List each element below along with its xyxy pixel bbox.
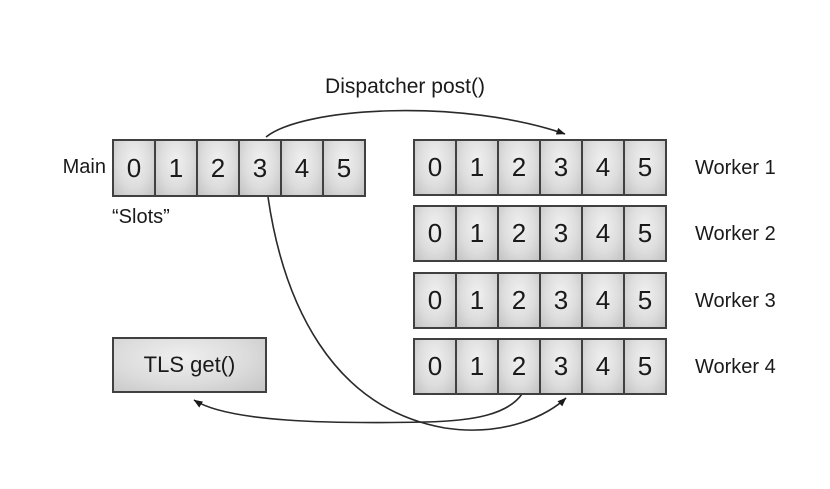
worker-4-slot-3: 3 xyxy=(539,338,583,395)
main-slot-5: 5 xyxy=(322,139,366,197)
tls-get-label: TLS get() xyxy=(143,352,236,377)
worker-1-label: Worker 1 xyxy=(695,157,776,179)
worker-1-slot-1: 1 xyxy=(455,139,499,196)
worker-1-slot-row: 0 1 2 3 4 5 xyxy=(413,139,667,196)
worker-3-slot-0: 0 xyxy=(413,272,457,329)
worker-4-slot-2: 2 xyxy=(497,338,541,395)
worker-1-slot-4: 4 xyxy=(581,139,625,196)
main-slot-1: 1 xyxy=(154,139,198,197)
main-slot-row: 0 1 2 3 4 5 xyxy=(112,139,366,197)
worker-2-slot-1: 1 xyxy=(455,205,499,262)
worker-2-slot-3: 3 xyxy=(539,205,583,262)
worker-4-slot-0: 0 xyxy=(413,338,457,395)
tls-get-box: TLS get() xyxy=(112,337,267,393)
worker-3-slot-2: 2 xyxy=(497,272,541,329)
worker-4-label: Worker 4 xyxy=(695,356,776,378)
worker-3-slot-5: 5 xyxy=(623,272,667,329)
main-slot-3: 3 xyxy=(238,139,282,197)
worker-4-slot-4: 4 xyxy=(581,338,625,395)
main-label: Main xyxy=(62,156,106,178)
worker-4-slot-row: 0 1 2 3 4 5 xyxy=(413,338,667,395)
worker-1-slot-3: 3 xyxy=(539,139,583,196)
worker-4-slot-5: 5 xyxy=(623,338,667,395)
slots-caption: “Slots” xyxy=(112,206,170,228)
worker-1-slot-0: 0 xyxy=(413,139,457,196)
worker-2-slot-4: 4 xyxy=(581,205,625,262)
worker-3-slot-4: 4 xyxy=(581,272,625,329)
main-slot-2: 2 xyxy=(196,139,240,197)
worker-2-slot-0: 0 xyxy=(413,205,457,262)
worker-2-slot-5: 5 xyxy=(623,205,667,262)
main-slot-0: 0 xyxy=(112,139,156,197)
worker-3-slot-1: 1 xyxy=(455,272,499,329)
worker-1-slot-2: 2 xyxy=(497,139,541,196)
worker-3-label: Worker 3 xyxy=(695,290,776,312)
worker-3-slot-row: 0 1 2 3 4 5 xyxy=(413,272,667,329)
worker-1-slot-5: 5 xyxy=(623,139,667,196)
worker-3-slot-3: 3 xyxy=(539,272,583,329)
worker-2-slot-row: 0 1 2 3 4 5 xyxy=(413,205,667,262)
worker-2-label: Worker 2 xyxy=(695,223,776,245)
dispatcher-post-arrow xyxy=(265,109,566,138)
worker-4-to-tls-arrow xyxy=(193,393,523,424)
worker-4-slot-1: 1 xyxy=(455,338,499,395)
dispatcher-post-label: Dispatcher post() xyxy=(325,75,485,98)
main-slot-4: 4 xyxy=(280,139,324,197)
worker-2-slot-2: 2 xyxy=(497,205,541,262)
